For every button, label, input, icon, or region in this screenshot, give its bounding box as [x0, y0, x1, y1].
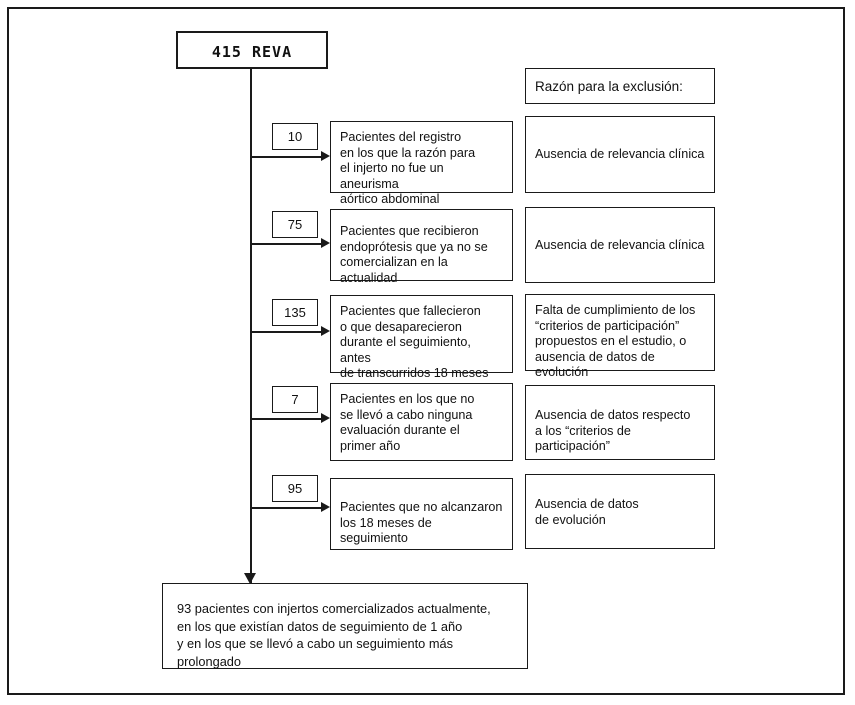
reason-box-2: Ausencia de relevancia clínica [525, 207, 715, 283]
description-box-5: Pacientes que no alcanzaron los 18 meses… [330, 478, 513, 550]
description-label-5: Pacientes que no alcanzaron los 18 meses… [340, 500, 503, 546]
count-label-3: 135 [284, 305, 306, 320]
branch-connector-4 [250, 418, 322, 420]
count-box-1: 10 [272, 123, 318, 150]
description-box-2: Pacientes que recibieron endoprótesis qu… [330, 209, 513, 285]
reason-label-3: Falta de cumplimiento de los “criterios … [535, 303, 696, 380]
conclusion-label: 93 pacientes con injertos comercializado… [177, 601, 491, 669]
branch-arrowhead-4 [321, 413, 330, 423]
branch-connector-2 [250, 243, 322, 245]
branch-connector-5 [250, 507, 322, 509]
reason-box-3: Falta de cumplimiento de los “criterios … [525, 294, 715, 379]
description-label-3: Pacientes que fallecieron o que desapare… [340, 304, 489, 381]
reason-label-2: Ausencia de relevancia clínica [535, 238, 705, 252]
title-box-label: 415 REVA [211, 43, 293, 61]
description-label-1: Pacientes del registro en los que la raz… [340, 130, 476, 207]
description-box-4: Pacientes en los que no se llevó a cabo … [330, 383, 513, 461]
branch-arrowhead-2 [321, 238, 330, 248]
reason-box-5: Ausencia de datos de evolución [525, 474, 715, 549]
reason-label-4: Ausencia de datos respecto a los “criter… [535, 408, 691, 454]
description-box-3: Pacientes que fallecieron o que desapare… [330, 295, 513, 380]
reason-box-1: Ausencia de relevancia clínica [525, 116, 715, 193]
count-label-2: 75 [287, 217, 303, 232]
branch-arrowhead-3 [321, 326, 330, 336]
count-box-4: 7 [272, 386, 318, 413]
reason-box-4: Ausencia de datos respecto a los “criter… [525, 385, 715, 460]
branch-arrowhead-1 [321, 151, 330, 161]
description-box-1: Pacientes del registro en los que la raz… [330, 121, 513, 206]
conclusion-box: 93 pacientes con injertos comercializado… [162, 583, 528, 669]
branch-connector-1 [250, 156, 322, 158]
count-box-2: 75 [272, 211, 318, 238]
branch-arrowhead-5 [321, 502, 330, 512]
count-label-4: 7 [291, 392, 299, 407]
reason-column-header-label: Razón para la exclusión: [535, 79, 683, 94]
description-label-2: Pacientes que recibieron endoprótesis qu… [340, 224, 488, 285]
count-label-5: 95 [287, 481, 303, 496]
title-box-total-cohort: 415 REVA [176, 31, 328, 69]
reason-column-header: Razón para la exclusión: [525, 68, 715, 104]
branch-connector-3 [250, 331, 322, 333]
reason-label-1: Ausencia de relevancia clínica [535, 147, 705, 161]
count-label-1: 10 [287, 129, 303, 144]
count-box-3: 135 [272, 299, 318, 326]
main-vertical-connector [250, 69, 252, 583]
count-box-5: 95 [272, 475, 318, 502]
figure-border [7, 7, 845, 695]
main-connector-arrowhead-down [244, 573, 256, 584]
reason-label-5: Ausencia de datos de evolución [535, 497, 639, 527]
description-label-4: Pacientes en los que no se llevó a cabo … [340, 392, 475, 453]
